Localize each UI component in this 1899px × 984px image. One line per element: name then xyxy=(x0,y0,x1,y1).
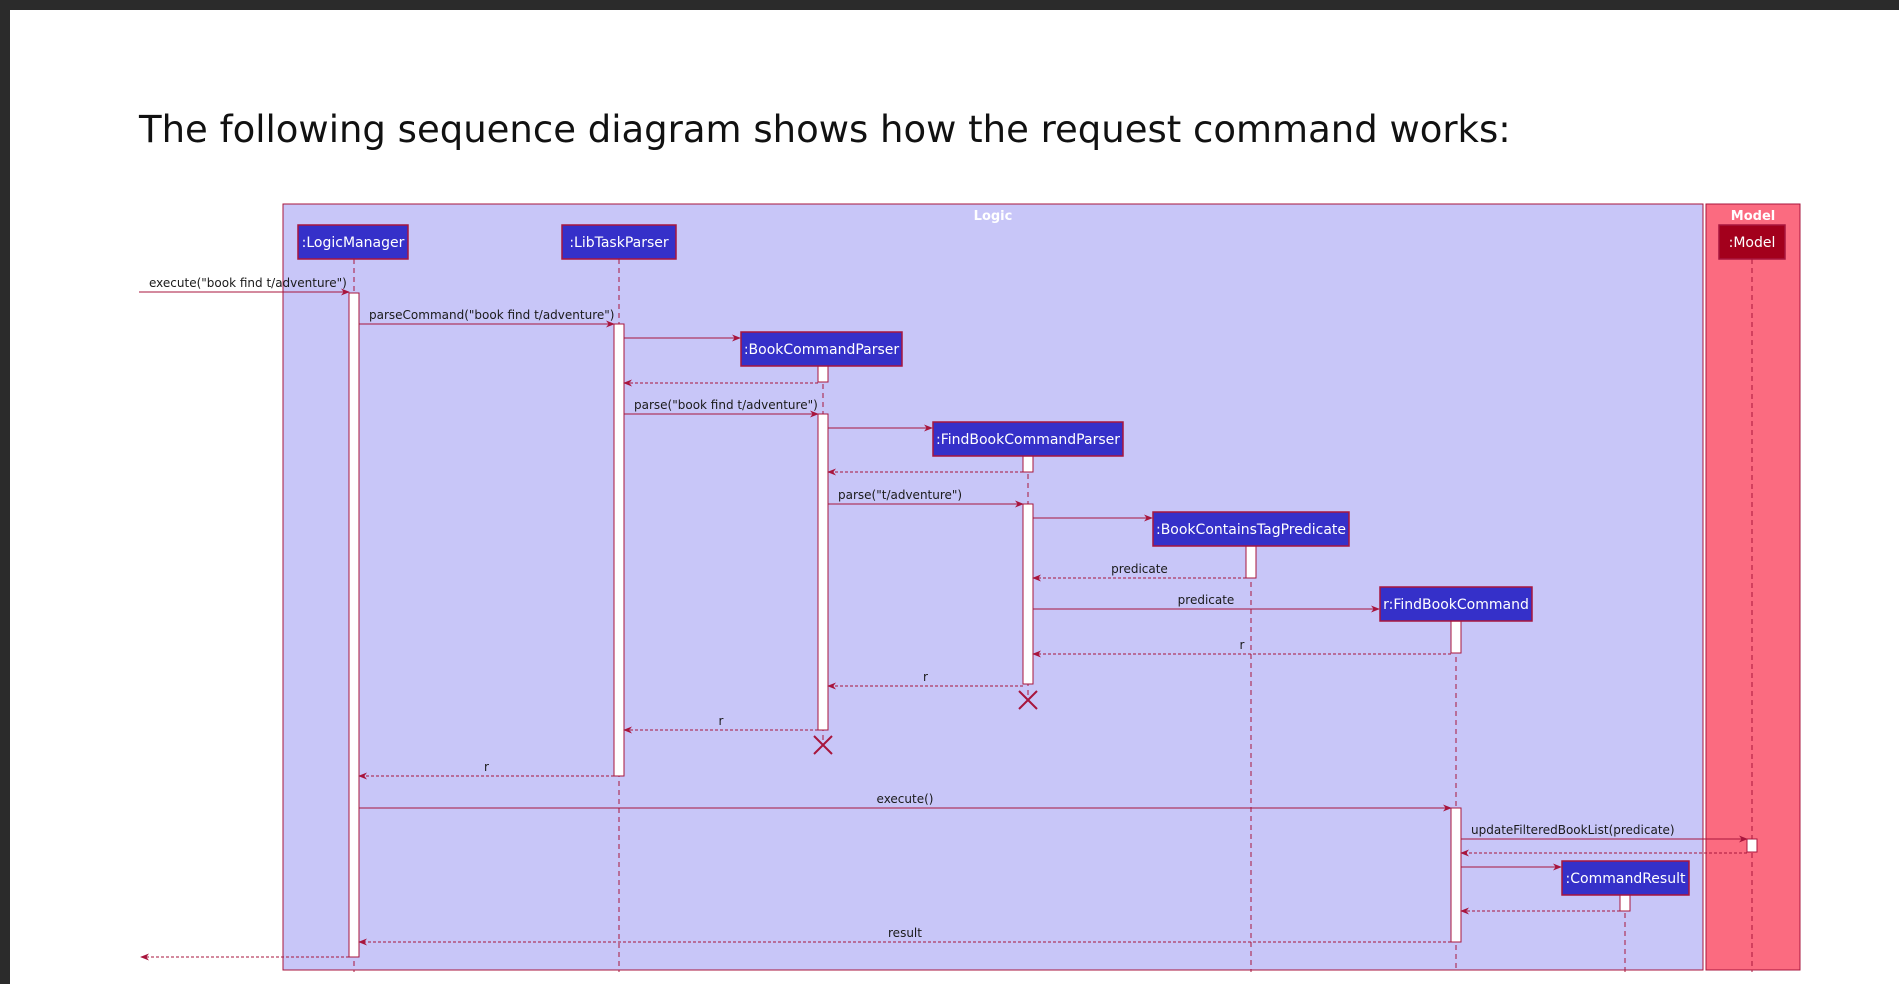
participant-box-bcp xyxy=(740,331,903,367)
message-label: parseCommand("book find t/adventure") xyxy=(369,308,614,322)
activation-bar-fbc xyxy=(1450,620,1462,654)
activation-bar-fbcp xyxy=(1022,455,1034,473)
participant-box-fbcp xyxy=(932,421,1124,457)
group-label-logic: Logic xyxy=(974,209,1013,224)
message-label: r xyxy=(719,714,724,728)
participant-label-lm: :LogicManager xyxy=(302,235,405,251)
participant-box-model xyxy=(1718,224,1786,260)
activation-bar-fbcp xyxy=(1022,503,1034,685)
section-heading: The following sequence diagram shows how… xyxy=(139,108,1511,151)
message-label: r xyxy=(1240,638,1245,652)
participant-label-model: :Model xyxy=(1729,235,1776,251)
activation-bar-fbc xyxy=(1450,807,1462,943)
participant-label-bctp: :BookContainsTagPredicate xyxy=(1156,522,1346,538)
participant-box-cr xyxy=(1561,860,1690,896)
message-label: parse("book find t/adventure") xyxy=(634,398,818,412)
message-label: parse("t/adventure") xyxy=(838,488,962,502)
activation-bar-bcp xyxy=(817,413,829,731)
message-label: predicate xyxy=(1111,562,1168,576)
participant-label-fbc: r:FindBookCommand xyxy=(1383,597,1529,613)
message-label: updateFilteredBookList(predicate) xyxy=(1471,823,1675,837)
message-label: r xyxy=(923,670,928,684)
participant-box-ltp xyxy=(561,224,677,260)
participant-box-lm xyxy=(297,224,409,260)
destroy-marker-fbcp xyxy=(1018,690,1038,710)
activation-bar-cr xyxy=(1619,894,1631,912)
message-label: result xyxy=(888,926,922,940)
message-label: r xyxy=(484,760,489,774)
message-label: execute() xyxy=(877,792,934,806)
participant-label-bcp: :BookCommandParser xyxy=(744,342,900,358)
participant-box-fbc xyxy=(1379,586,1533,622)
activation-bar-ltp xyxy=(613,323,625,777)
message-label: execute("book find t/adventure") xyxy=(149,276,347,290)
destroy-marker-bcp xyxy=(813,735,833,755)
participant-label-ltp: :LibTaskParser xyxy=(569,235,669,251)
activation-bar-bctp xyxy=(1245,545,1257,579)
activation-bar-bcp xyxy=(817,365,829,383)
group-label-model: Model xyxy=(1731,209,1775,224)
message-label: predicate xyxy=(1178,593,1235,607)
group-frame-model xyxy=(1705,203,1801,971)
participant-box-bctp xyxy=(1152,511,1350,547)
activation-bar-model xyxy=(1746,838,1758,853)
participant-label-cr: :CommandResult xyxy=(1566,871,1686,887)
participant-label-fbcp: :FindBookCommandParser xyxy=(936,432,1120,448)
activation-bar-lm xyxy=(348,292,360,958)
